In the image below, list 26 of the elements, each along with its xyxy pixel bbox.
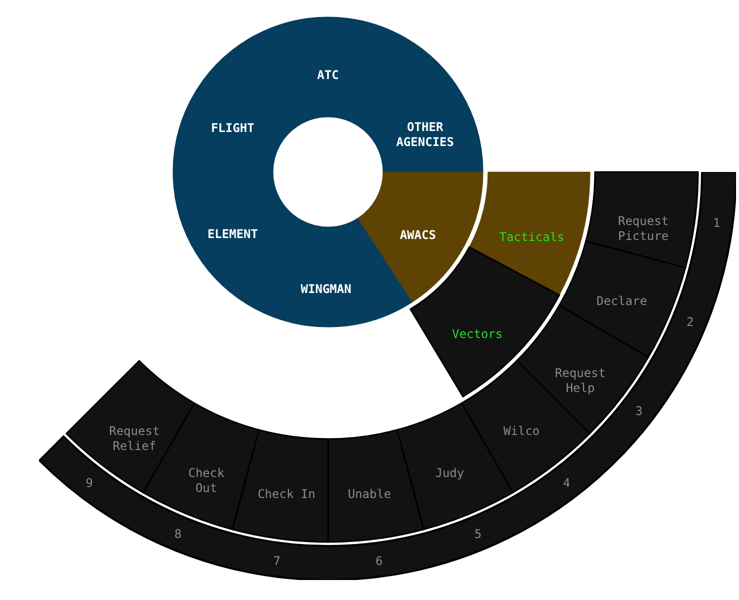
sector-label: Tacticals xyxy=(498,230,566,246)
shortcut-number: 2 xyxy=(686,315,695,329)
sector-label: ATC xyxy=(316,68,340,83)
shortcut-number: 5 xyxy=(473,527,483,542)
sector-label: Vectors xyxy=(451,326,504,342)
sector-label: WINGMAN xyxy=(300,282,352,297)
sector-label: AWACS xyxy=(398,228,437,244)
sector-label: ELEMENT xyxy=(206,227,260,242)
sector-label: Check In xyxy=(256,487,316,502)
sector-label: Request Help xyxy=(554,366,607,396)
sector-label: Unable xyxy=(346,487,392,502)
shortcut-number: 9 xyxy=(84,476,94,490)
sector-label: Request Picture xyxy=(616,214,670,244)
shortcut-number: 3 xyxy=(634,404,644,418)
shortcut-number: 6 xyxy=(374,554,384,568)
shortcut-number: 8 xyxy=(173,527,183,542)
shortcut-number: 4 xyxy=(562,476,572,490)
sector-label: Wilco xyxy=(502,424,541,440)
sector-label: FLIGHT xyxy=(210,121,256,136)
shortcut-number: 1 xyxy=(712,216,722,230)
shortcut-number: 7 xyxy=(272,554,282,568)
sector-label: OTHER AGENCIES xyxy=(395,120,455,150)
sector-label: Declare xyxy=(595,294,648,309)
sector-label: Check Out xyxy=(187,466,226,496)
sector-label: Request Relief xyxy=(108,424,161,454)
sector-label: Judy xyxy=(434,466,466,481)
